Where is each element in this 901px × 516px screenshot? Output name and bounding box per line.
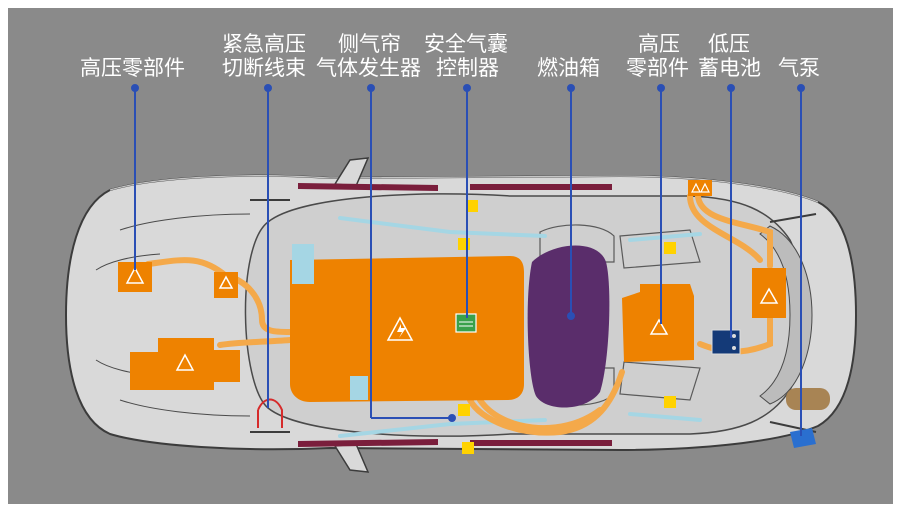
high-voltage-warning-icon <box>691 182 710 193</box>
label-hv-parts-rear-line2: 零部件 <box>626 56 689 80</box>
door-handles <box>250 199 817 433</box>
hv-cables <box>145 193 773 436</box>
label-lv-battery-line2: 蓄电池 <box>698 56 761 80</box>
label-curtain-inflator-line1: 侧气帘 <box>338 32 401 56</box>
label-lv-battery-line1: 低压 <box>708 32 750 56</box>
label-hv-parts-front: 高压零部件 <box>80 56 185 80</box>
front-hv-components <box>118 262 240 390</box>
emergency-cutoff-loop <box>257 398 283 428</box>
fuel-tank <box>527 245 610 408</box>
label-airbag-controller-line1: 安全气囊 <box>424 32 508 56</box>
label-airbag-controller-line2: 控制器 <box>436 56 499 80</box>
canister <box>786 388 830 410</box>
lv-battery-terminal <box>732 334 736 338</box>
airbag-controller-detail <box>459 321 473 327</box>
label-gas-pump: 气泵 <box>778 56 820 80</box>
warning-bolts <box>397 324 406 338</box>
gas-pump <box>790 428 816 448</box>
label-fuel-tank: 燃油箱 <box>537 56 600 80</box>
hv-connector <box>688 180 712 196</box>
label-hv-parts-rear-line1: 高压 <box>638 32 680 56</box>
leader-lines <box>131 84 805 436</box>
hv-battery-pack <box>290 244 524 402</box>
label-curtain-inflator-line2: 气体发生器 <box>316 56 421 80</box>
airbag-sensor-icon <box>458 200 676 454</box>
lv-battery <box>711 329 741 355</box>
lv-battery-terminal <box>732 346 736 350</box>
label-emergency-cutoff-line1: 紧急高压 <box>222 32 306 56</box>
label-emergency-cutoff-line2: 切断线束 <box>222 56 306 80</box>
door-trim <box>298 183 612 447</box>
